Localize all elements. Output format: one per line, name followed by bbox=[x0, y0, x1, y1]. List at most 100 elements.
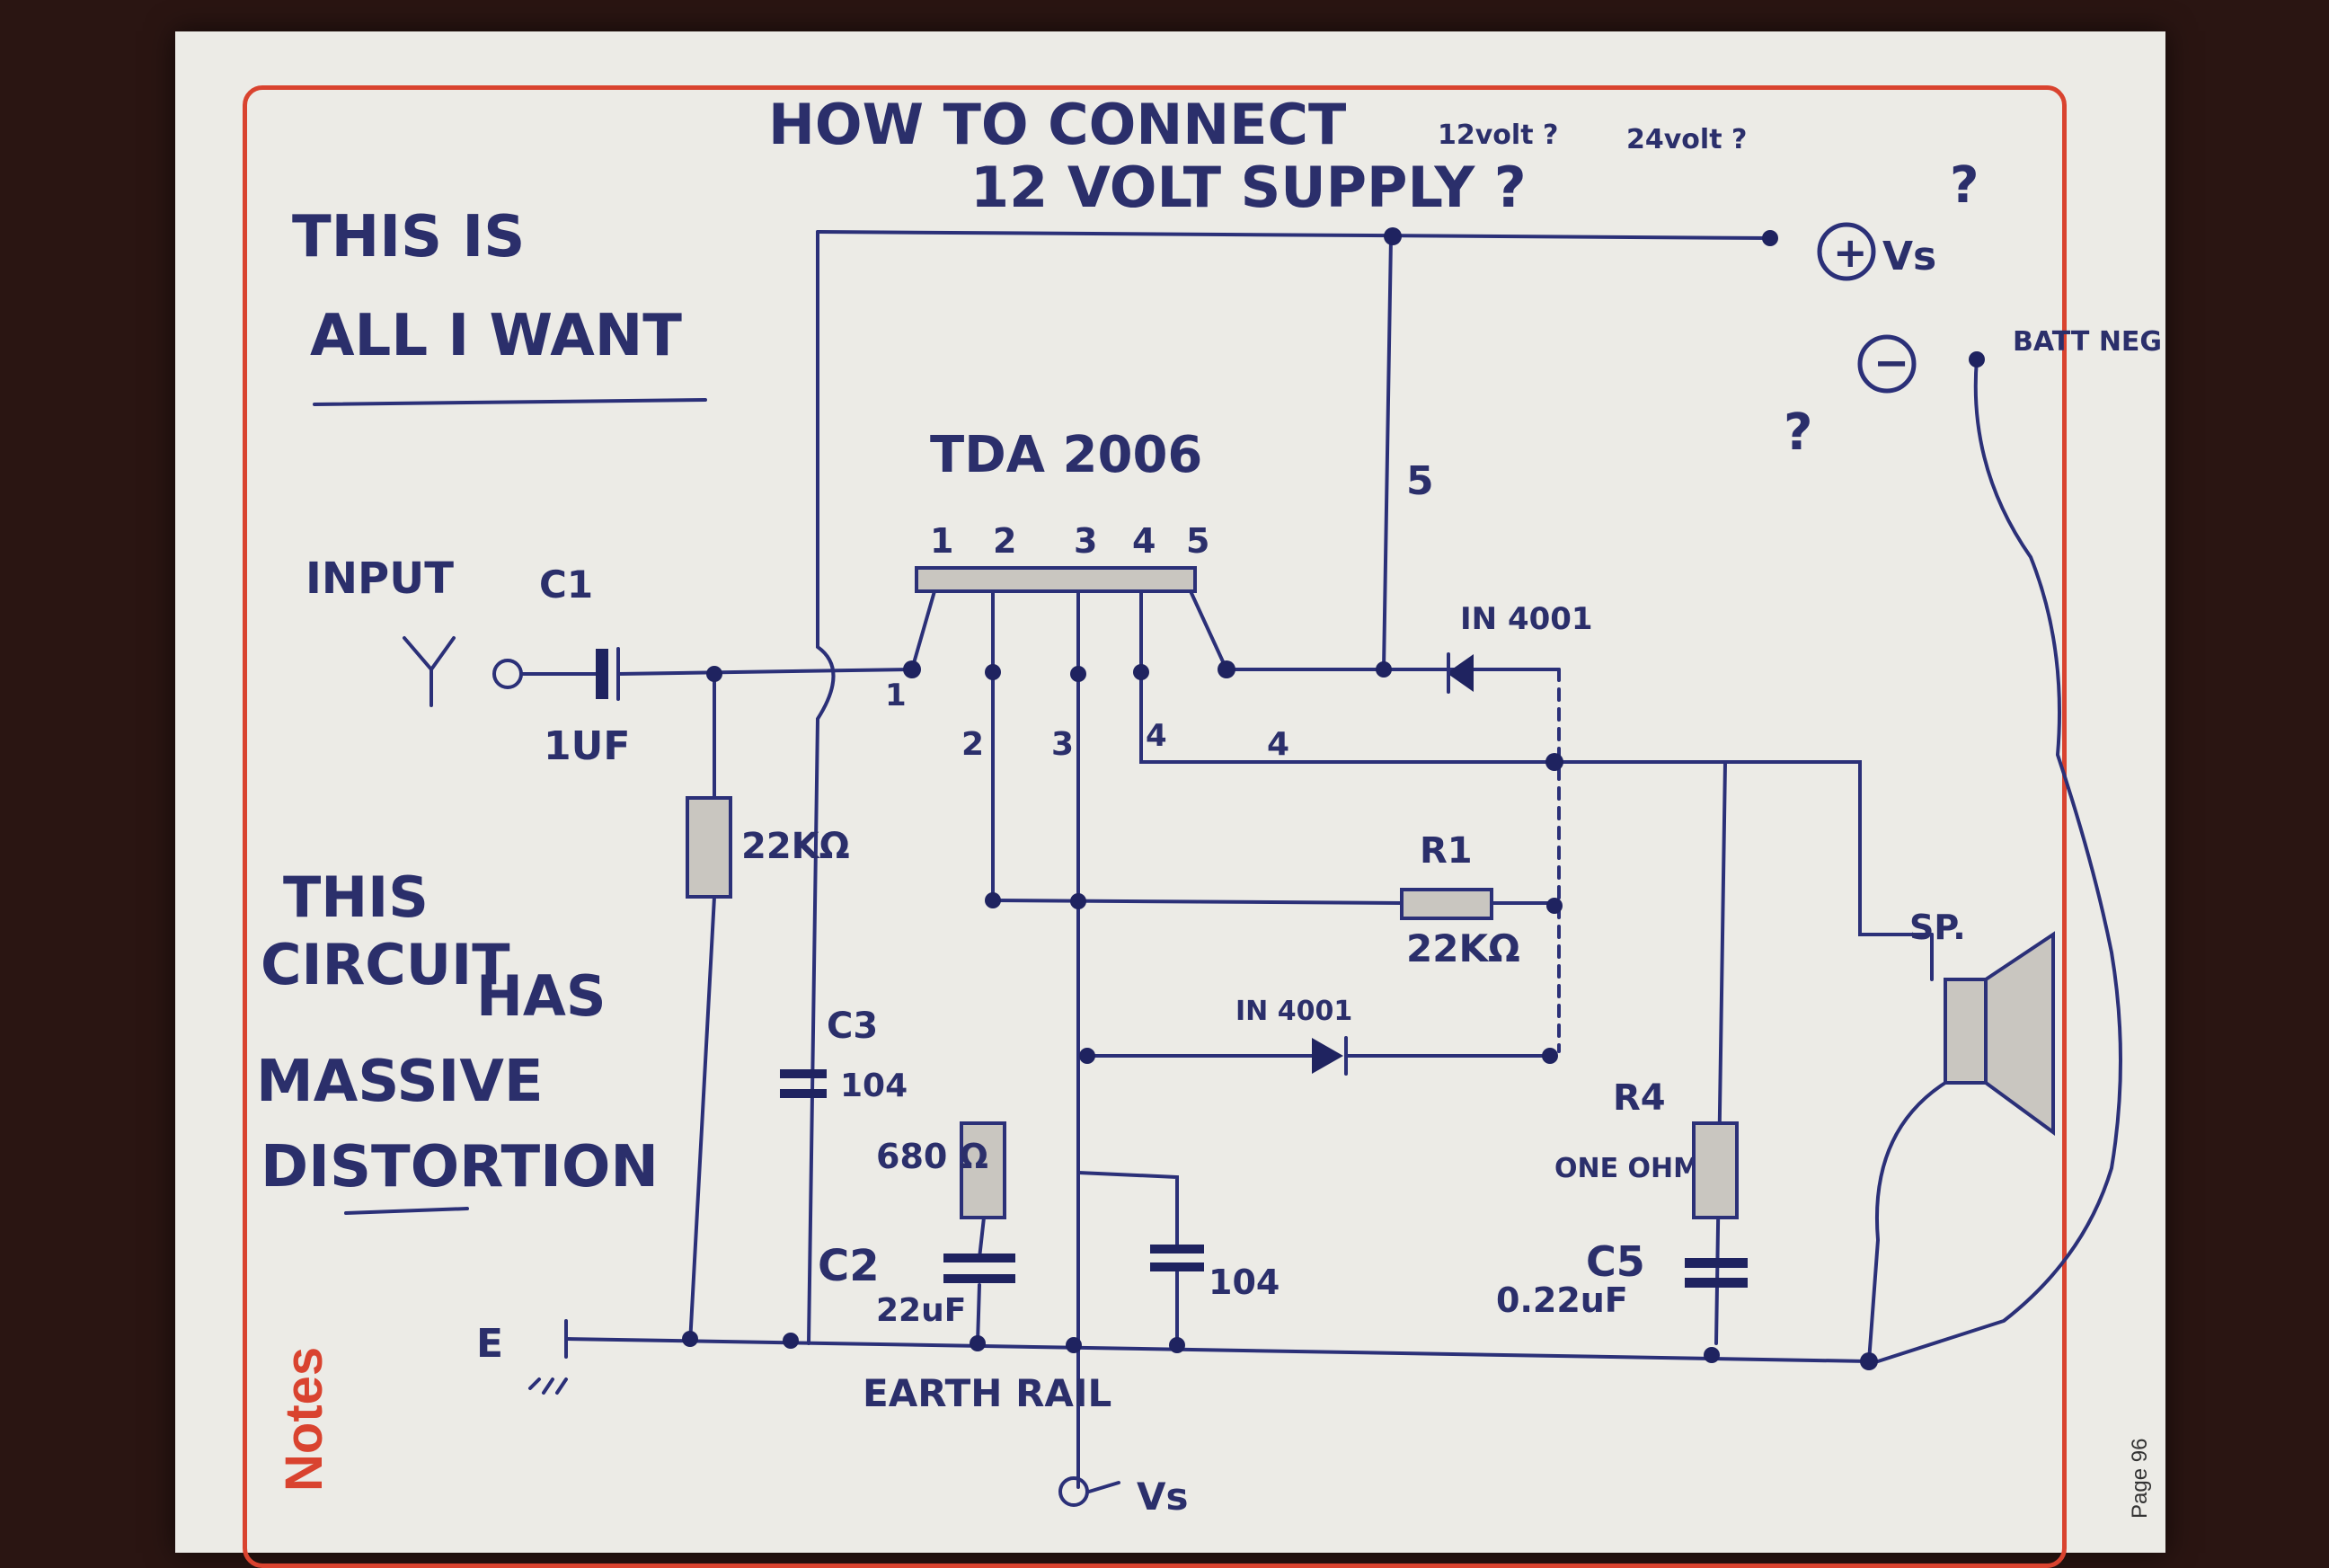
junction-dot bbox=[1384, 227, 1402, 245]
question-24volt: 24volt ? bbox=[1626, 124, 1747, 155]
wire-label-2: 2 bbox=[961, 726, 984, 763]
c3-plate-a bbox=[780, 1069, 827, 1078]
question-12volt: 12volt ? bbox=[1438, 120, 1558, 151]
wire-label-3: 3 bbox=[1051, 726, 1074, 763]
page-number-label: Page 96 bbox=[2128, 1438, 2152, 1519]
junction-dot bbox=[1704, 1347, 1720, 1363]
note-underline bbox=[313, 398, 707, 406]
vs-plus-icon bbox=[1817, 222, 1876, 281]
c104-plate-b bbox=[1150, 1262, 1204, 1271]
wire-label-4b: 4 bbox=[1267, 726, 1289, 763]
junction-dot bbox=[1542, 1048, 1558, 1064]
pin-number-4: 4 bbox=[1132, 521, 1156, 561]
wire-label-5: 5 bbox=[1406, 458, 1434, 504]
ic-pin-4-wire bbox=[1139, 589, 1435, 764]
vs-minus-icon bbox=[1857, 334, 1917, 394]
junction-dot bbox=[783, 1333, 799, 1349]
r4-wire bbox=[1714, 760, 1727, 1345]
vs-bottom-label: Vs bbox=[1137, 1475, 1189, 1519]
input-terminal bbox=[492, 659, 523, 689]
pin-number-2: 2 bbox=[993, 521, 1016, 561]
c2-plate-a bbox=[943, 1254, 1015, 1262]
earth-rail-wire bbox=[564, 1337, 1871, 1363]
junction-dot bbox=[903, 660, 921, 678]
vs-bottom-terminal bbox=[1058, 1476, 1089, 1507]
title-line-2: 12 VOLT SUPPLY ? bbox=[970, 155, 1527, 220]
notebook-page bbox=[175, 31, 2165, 1568]
vs-bottom-lead bbox=[1087, 1481, 1120, 1493]
speaker-magnet bbox=[1944, 978, 1988, 1085]
r1-label: R1 bbox=[1420, 830, 1473, 872]
pin-number-5: 5 bbox=[1186, 521, 1209, 561]
r-input-value: 22KΩ bbox=[741, 826, 850, 867]
junction-dot bbox=[1546, 898, 1563, 914]
c1-value: 1UF bbox=[544, 723, 630, 769]
question-mark-mid: ? bbox=[1784, 403, 1812, 462]
note-bottom-line-5: DISTORTION bbox=[261, 1134, 659, 1200]
ic-pin-1-wire bbox=[910, 589, 936, 671]
c2-value: 22uF bbox=[876, 1292, 966, 1329]
r-680-body bbox=[960, 1121, 1006, 1219]
c104-plate-a bbox=[1150, 1245, 1204, 1254]
r1-body bbox=[1400, 888, 1493, 920]
left-supply-wire bbox=[807, 230, 836, 1345]
input-antenna-icon bbox=[403, 636, 456, 707]
input-wire bbox=[519, 668, 914, 676]
earth-rail-label: EARTH RAIL bbox=[863, 1371, 1111, 1415]
note-bottom-line-3: HAS bbox=[476, 963, 607, 1029]
c5-plate-b bbox=[1685, 1278, 1748, 1288]
wire-label-1: 1 bbox=[885, 678, 907, 713]
junction-dot bbox=[682, 1331, 698, 1347]
output-wire bbox=[1431, 760, 1934, 936]
title-line-1: HOW TO CONNECT bbox=[768, 92, 1346, 157]
junction-dot bbox=[1545, 753, 1563, 771]
junction-dot bbox=[970, 1335, 986, 1351]
junction-dot bbox=[1218, 660, 1235, 678]
c3-plate-b bbox=[780, 1089, 827, 1098]
junction-dot bbox=[1762, 230, 1778, 246]
junction-dot bbox=[1079, 1048, 1095, 1064]
c104-value: 104 bbox=[1209, 1262, 1280, 1302]
c3-value: 104 bbox=[840, 1067, 908, 1104]
diode-mid-symbol bbox=[1312, 1038, 1343, 1074]
c1-plate-a bbox=[596, 649, 608, 699]
speaker-label: SP. bbox=[1909, 908, 1966, 947]
junction-dot bbox=[1070, 666, 1086, 682]
diode-mid-label: IN 4001 bbox=[1235, 996, 1352, 1027]
ic-name: TDA 2006 bbox=[930, 426, 1202, 484]
pin-number-1: 1 bbox=[930, 521, 953, 561]
c5-plate-a bbox=[1685, 1258, 1748, 1268]
vs-minus-symbol: − bbox=[1873, 338, 1909, 388]
diode-top-symbol bbox=[1447, 654, 1474, 692]
c2-label: C2 bbox=[818, 1241, 880, 1291]
c104-wire bbox=[1076, 1171, 1179, 1345]
ic-body bbox=[915, 566, 1197, 593]
c5-value: 0.22uF bbox=[1496, 1280, 1628, 1320]
distortion-underline bbox=[344, 1207, 469, 1215]
note-bottom-line-2: CIRCUIT bbox=[261, 932, 510, 997]
r-680-value: 680 Ω bbox=[876, 1137, 988, 1176]
vs-plus-symbol: + bbox=[1833, 228, 1868, 277]
junction-dot bbox=[1066, 1337, 1082, 1353]
junction-dot bbox=[1376, 661, 1392, 678]
c2-wire bbox=[976, 1216, 986, 1345]
note-top-line-2: ALL I WANT bbox=[310, 303, 682, 369]
c5-label: C5 bbox=[1586, 1237, 1645, 1286]
supply-top-rail bbox=[816, 230, 1772, 240]
wire-label-4a: 4 bbox=[1146, 718, 1167, 754]
vs-plus-label: Vs bbox=[1882, 234, 1936, 279]
batt-neg-label: BATT NEG bbox=[2013, 326, 2162, 358]
junction-dot bbox=[1070, 893, 1086, 909]
junction-dot bbox=[1969, 351, 1985, 368]
c3-label: C3 bbox=[827, 1005, 878, 1047]
r-input-wire bbox=[688, 672, 716, 1345]
earth-symbol bbox=[528, 1319, 568, 1395]
pin-5-supply-wire bbox=[1382, 236, 1393, 671]
junction-dot bbox=[1860, 1352, 1878, 1370]
r4-label: R4 bbox=[1613, 1077, 1666, 1119]
c2-plate-b bbox=[943, 1274, 1015, 1283]
earth-label: E bbox=[476, 1321, 503, 1367]
speaker-cone bbox=[1984, 931, 2055, 1136]
question-mark-top: ? bbox=[1950, 156, 1979, 215]
note-top-line-1: THIS IS bbox=[292, 204, 525, 270]
